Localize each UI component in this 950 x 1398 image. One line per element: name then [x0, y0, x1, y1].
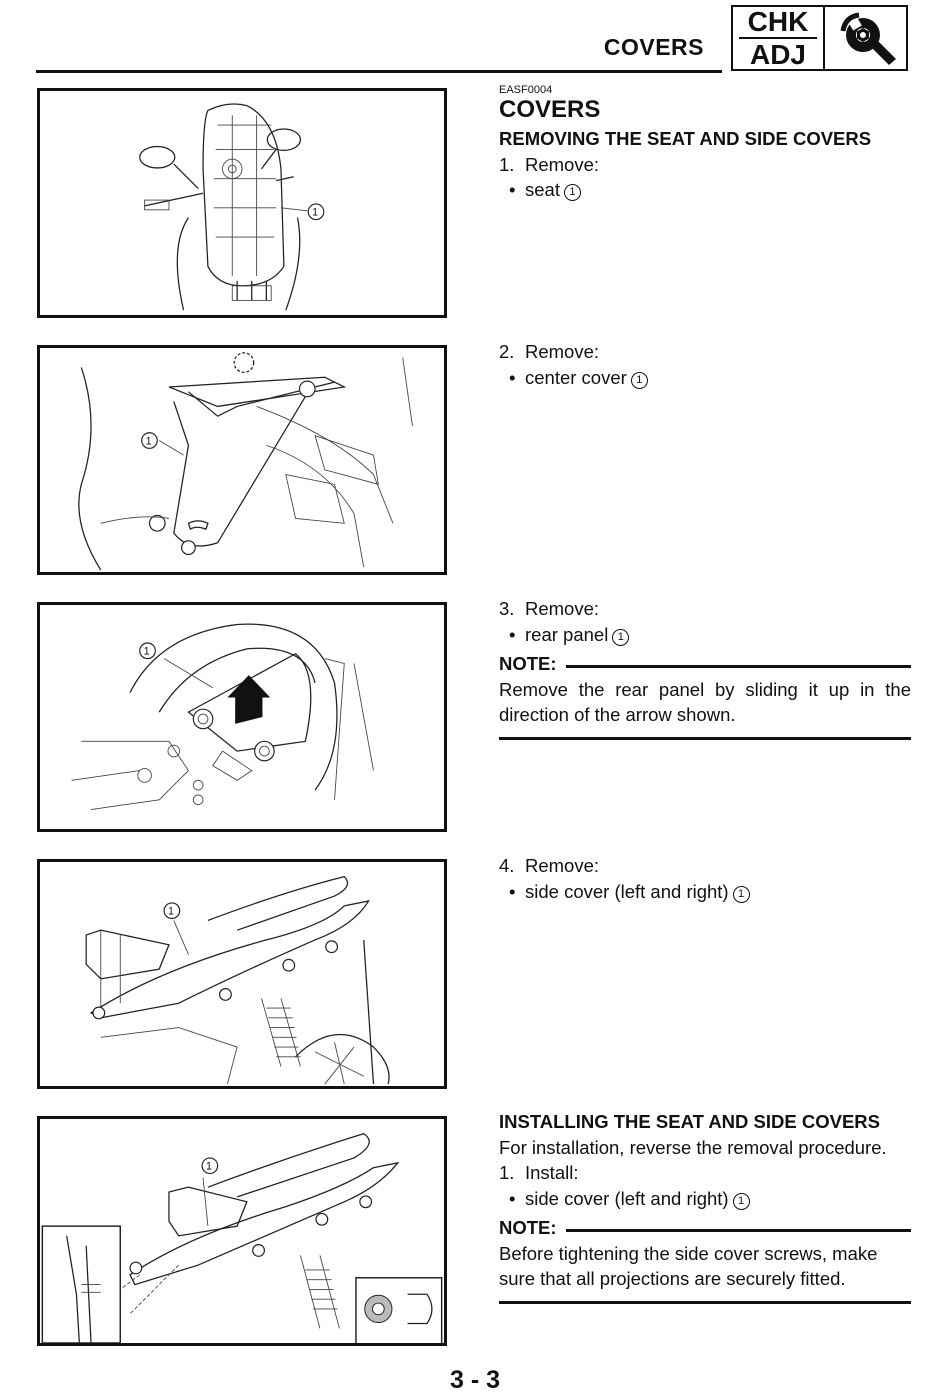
header-rule: [36, 70, 722, 73]
badge-divider: [739, 37, 817, 39]
callout-1: 1: [168, 906, 174, 918]
install-step-1-item: •side cover (left and right)1: [499, 1186, 911, 1212]
step-4-block: 4.Remove: •side cover (left and right)1: [499, 853, 911, 904]
section-code: EASF0004: [499, 84, 553, 96]
step-4: 4.Remove:: [499, 855, 600, 876]
callout-1: 1: [732, 1192, 750, 1210]
callout-1: 1: [312, 207, 318, 219]
install-note-end-rule: [499, 1300, 911, 1304]
callout-1: 1: [612, 628, 630, 646]
header-title: COVERS: [603, 34, 704, 60]
step-1: 1.Remove:: [499, 153, 600, 175]
page-number: 3 - 3: [449, 1366, 501, 1394]
badge-bottom-label: ADJ: [749, 39, 806, 70]
wrench-icon: [827, 7, 906, 69]
figure-rear-panel: 1: [37, 602, 447, 832]
install-note-heading: NOTE:: [499, 1215, 911, 1241]
badge-text: CHK ADJ: [733, 7, 825, 69]
step-2: 2.Remove:: [499, 341, 600, 362]
chk-adj-badge: CHK ADJ: [731, 5, 908, 71]
note-heading: NOTE:: [499, 651, 911, 677]
installing-heading: INSTALLING THE SEAT AND SIDE COVERS: [499, 1111, 880, 1132]
section-title: COVERS: [499, 96, 601, 123]
callout-1: 1: [563, 184, 581, 201]
install-step-1: 1.Install:: [499, 1162, 579, 1183]
figure-install-side-cover: 1: [37, 1116, 447, 1346]
callout-1: 1: [206, 1161, 212, 1173]
figure-center-cover: 1: [37, 345, 447, 575]
note-text: Remove the rear panel by sliding it up i…: [499, 678, 911, 726]
callout-1: 1: [630, 371, 648, 389]
step-3: 3.Remove:: [499, 598, 600, 619]
callout-1: 1: [146, 435, 152, 447]
figure-seat: 1: [37, 88, 447, 318]
callout-1: 1: [732, 885, 750, 903]
installing-block: INSTALLING THE SEAT AND SIDE COVERS For …: [499, 1109, 911, 1304]
installing-intro: For installation, reverse the removal pr…: [499, 1136, 887, 1158]
figure-side-cover: 1: [37, 859, 447, 1089]
section-intro: EASF0004 COVERS REMOVING THE SEAT AND SI…: [499, 84, 911, 203]
removing-heading: REMOVING THE SEAT AND SIDE COVERS: [499, 128, 872, 149]
install-note-text: Before tightening the side cover screws,…: [499, 1242, 878, 1290]
note-end-rule: [499, 736, 911, 740]
step-4-item: •side cover (left and right)1: [499, 879, 911, 905]
badge-top-label: CHK: [747, 6, 809, 37]
callout-1: 1: [144, 646, 150, 658]
